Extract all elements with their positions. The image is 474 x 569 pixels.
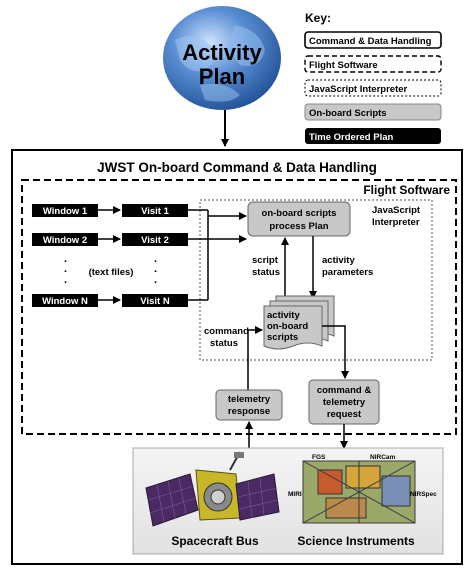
svg-text:.: .: [154, 253, 157, 265]
visit-n-label: Visit N: [140, 296, 170, 307]
scripts-to-request-arrow: [322, 325, 349, 379]
telemetry-response-line2: response: [228, 406, 270, 417]
key-swatch-flight-software: [304, 55, 442, 73]
svg-text:.: .: [154, 274, 157, 286]
command-request-line2: telemetry: [323, 397, 366, 408]
science-instruments-label: Science Instruments: [297, 534, 415, 548]
key-swatch-cdh: [304, 31, 442, 49]
miri-label: MIRI: [288, 491, 302, 498]
nirspec-label: NIRSpec: [410, 491, 437, 498]
window-n-box: [32, 294, 98, 307]
fgs-label: FGS: [312, 454, 326, 461]
key-swatch-scripts: [304, 103, 442, 121]
window-n-label: Window N: [42, 296, 88, 307]
window-visit-arrows: [98, 206, 121, 304]
key-label-scripts: On-board Scripts: [309, 108, 387, 119]
globe-title-line1: Activity: [182, 40, 262, 65]
svg-text:.: .: [64, 263, 67, 275]
key-label-cdh: Command & Data Handling: [309, 36, 432, 47]
activity-scripts-line2: on-board: [267, 321, 308, 332]
key-swatch-plan: [305, 128, 441, 144]
key-legend: Key: Command & Data Handling Flight Soft…: [304, 11, 442, 144]
svg-text:.: .: [154, 263, 157, 275]
key-swatch-interpreter: [304, 79, 442, 97]
visit-2-box: [122, 233, 188, 246]
globe-title-line2: Plan: [199, 64, 245, 89]
activity-scripts-stack: [263, 295, 335, 350]
activity-plan-globe: Activity Plan: [163, 6, 281, 110]
interpreter-label-line2: Interpreter: [372, 217, 420, 228]
window-2-box: [32, 233, 98, 246]
process-plan-box: [247, 201, 351, 237]
science-instruments-image: FGS NIRCam MIRI NIRSpec: [288, 454, 437, 524]
activity-parameters-line1: activity: [322, 255, 355, 266]
window-1-box: [32, 204, 98, 217]
ellipsis-dots: ... ...: [64, 253, 157, 286]
visit-2-label: Visit 2: [141, 235, 169, 246]
telemetry-response-box: [215, 389, 283, 421]
window-1-label: Window 1: [43, 206, 88, 217]
cdh-box: [11, 149, 463, 565]
command-status-arrow: [247, 326, 263, 390]
text-files-label: (text files): [89, 267, 134, 278]
flight-software-title: Flight Software: [363, 183, 450, 197]
flight-software-box: [21, 179, 457, 435]
nircam-label: NIRCam: [370, 454, 396, 461]
svg-text:.: .: [64, 274, 67, 286]
visit-1-label: Visit 1: [141, 206, 170, 217]
key-label-plan: Time Ordered Plan: [309, 132, 393, 143]
key-label-flight-software: Flight Software: [309, 60, 378, 71]
svg-text:.: .: [64, 253, 67, 265]
process-plan-line2: process Plan: [269, 221, 328, 232]
spacecraft-bus-label: Spacecraft Bus: [171, 534, 259, 548]
key-title: Key:: [305, 11, 331, 25]
cdh-title: JWST On-board Command & Data Handling: [97, 160, 377, 175]
interpreter-box: [199, 199, 433, 361]
script-status-line2: status: [252, 267, 280, 278]
interpreter-label-line1: JavaScript: [372, 205, 421, 216]
window-2-label: Window 2: [43, 235, 87, 246]
command-status-line1: command: [204, 326, 249, 337]
key-label-interpreter: JavaScript Interpreter: [309, 84, 408, 95]
activity-parameters-line2: parameters: [322, 267, 373, 278]
process-plan-line1: on-board scripts: [262, 208, 337, 219]
visit-n-box: [122, 294, 188, 307]
command-request-line1: command &: [317, 385, 372, 396]
activity-scripts-line1: activity: [267, 310, 300, 321]
visit-plan-arrows: [188, 209, 247, 301]
command-status-line2: status: [210, 338, 238, 349]
spacecraft-bus-image: [145, 451, 280, 527]
visit-1-box: [122, 204, 188, 217]
script-status-line1: script: [252, 255, 279, 266]
command-request-line3: request: [327, 409, 362, 420]
telemetry-response-line1: telemetry: [228, 394, 271, 405]
activity-scripts-line3: scripts: [267, 332, 298, 343]
